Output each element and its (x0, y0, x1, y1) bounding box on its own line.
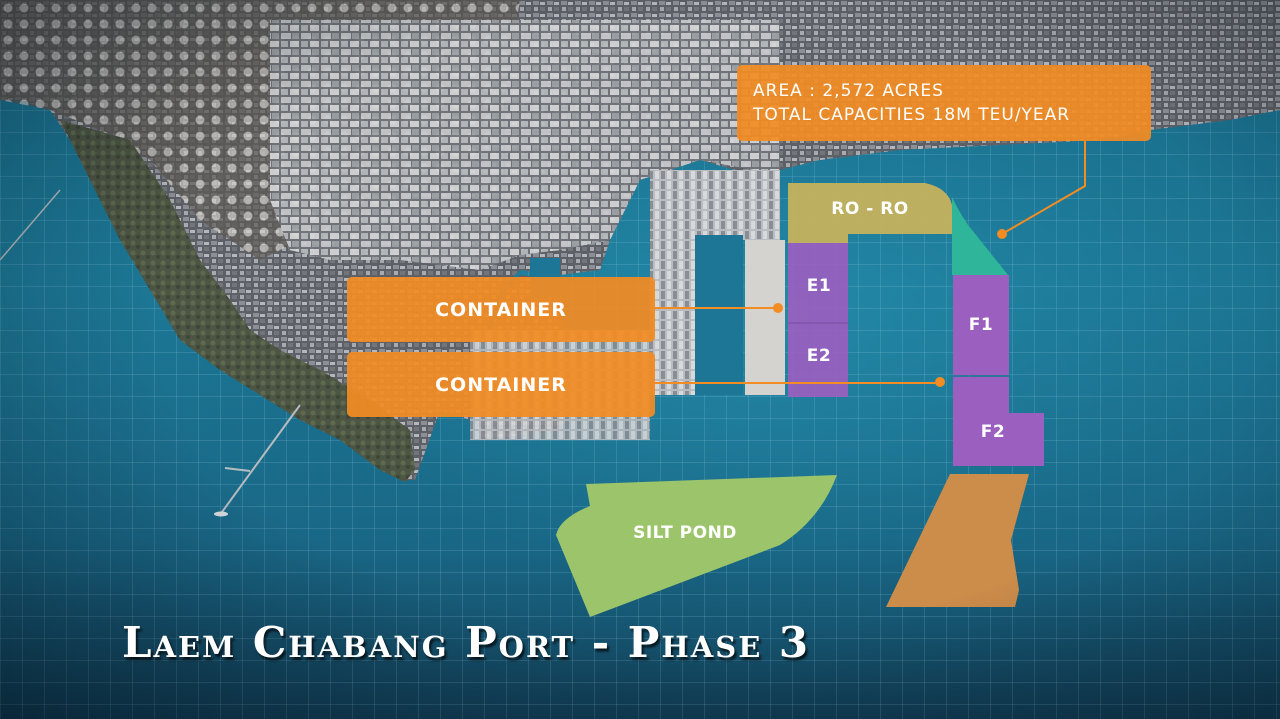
area-capacity-callout: AREA : 2,572 ACRES TOTAL CAPACITIES 18M … (737, 65, 1151, 141)
area-text: AREA : 2,572 ACRES (753, 81, 944, 101)
zone-teal-wedge (952, 197, 1008, 275)
capacity-text: TOTAL CAPACITIES 18M TEU/YEAR (753, 105, 1071, 125)
container-label-1: CONTAINER (435, 298, 567, 321)
zone-label-roro: RO - RO (831, 199, 909, 219)
zone-silt-pond (556, 475, 837, 617)
page-title: Laem Chabang Port - Phase 3 (122, 618, 811, 667)
zone-e2 (788, 323, 848, 397)
zone-label-e1: E1 (806, 276, 832, 296)
zone-orange-reclaim (886, 474, 1029, 607)
zone-f1 (953, 275, 1009, 375)
zone-roro (788, 183, 952, 243)
zone-label-e2: E2 (806, 346, 832, 366)
zone-label-silt-pond: SILT POND (633, 523, 737, 543)
container-callout-2: CONTAINER (347, 352, 655, 417)
container-callout-1: CONTAINER (347, 277, 655, 342)
leader-lines (655, 141, 1086, 387)
container-label-2: CONTAINER (435, 373, 567, 396)
phase3-zones (556, 183, 1044, 617)
zone-f2 (953, 377, 1044, 466)
zone-label-f2: F2 (980, 422, 1006, 442)
zone-label-f1: F1 (968, 315, 994, 335)
zone-e1 (788, 243, 848, 323)
